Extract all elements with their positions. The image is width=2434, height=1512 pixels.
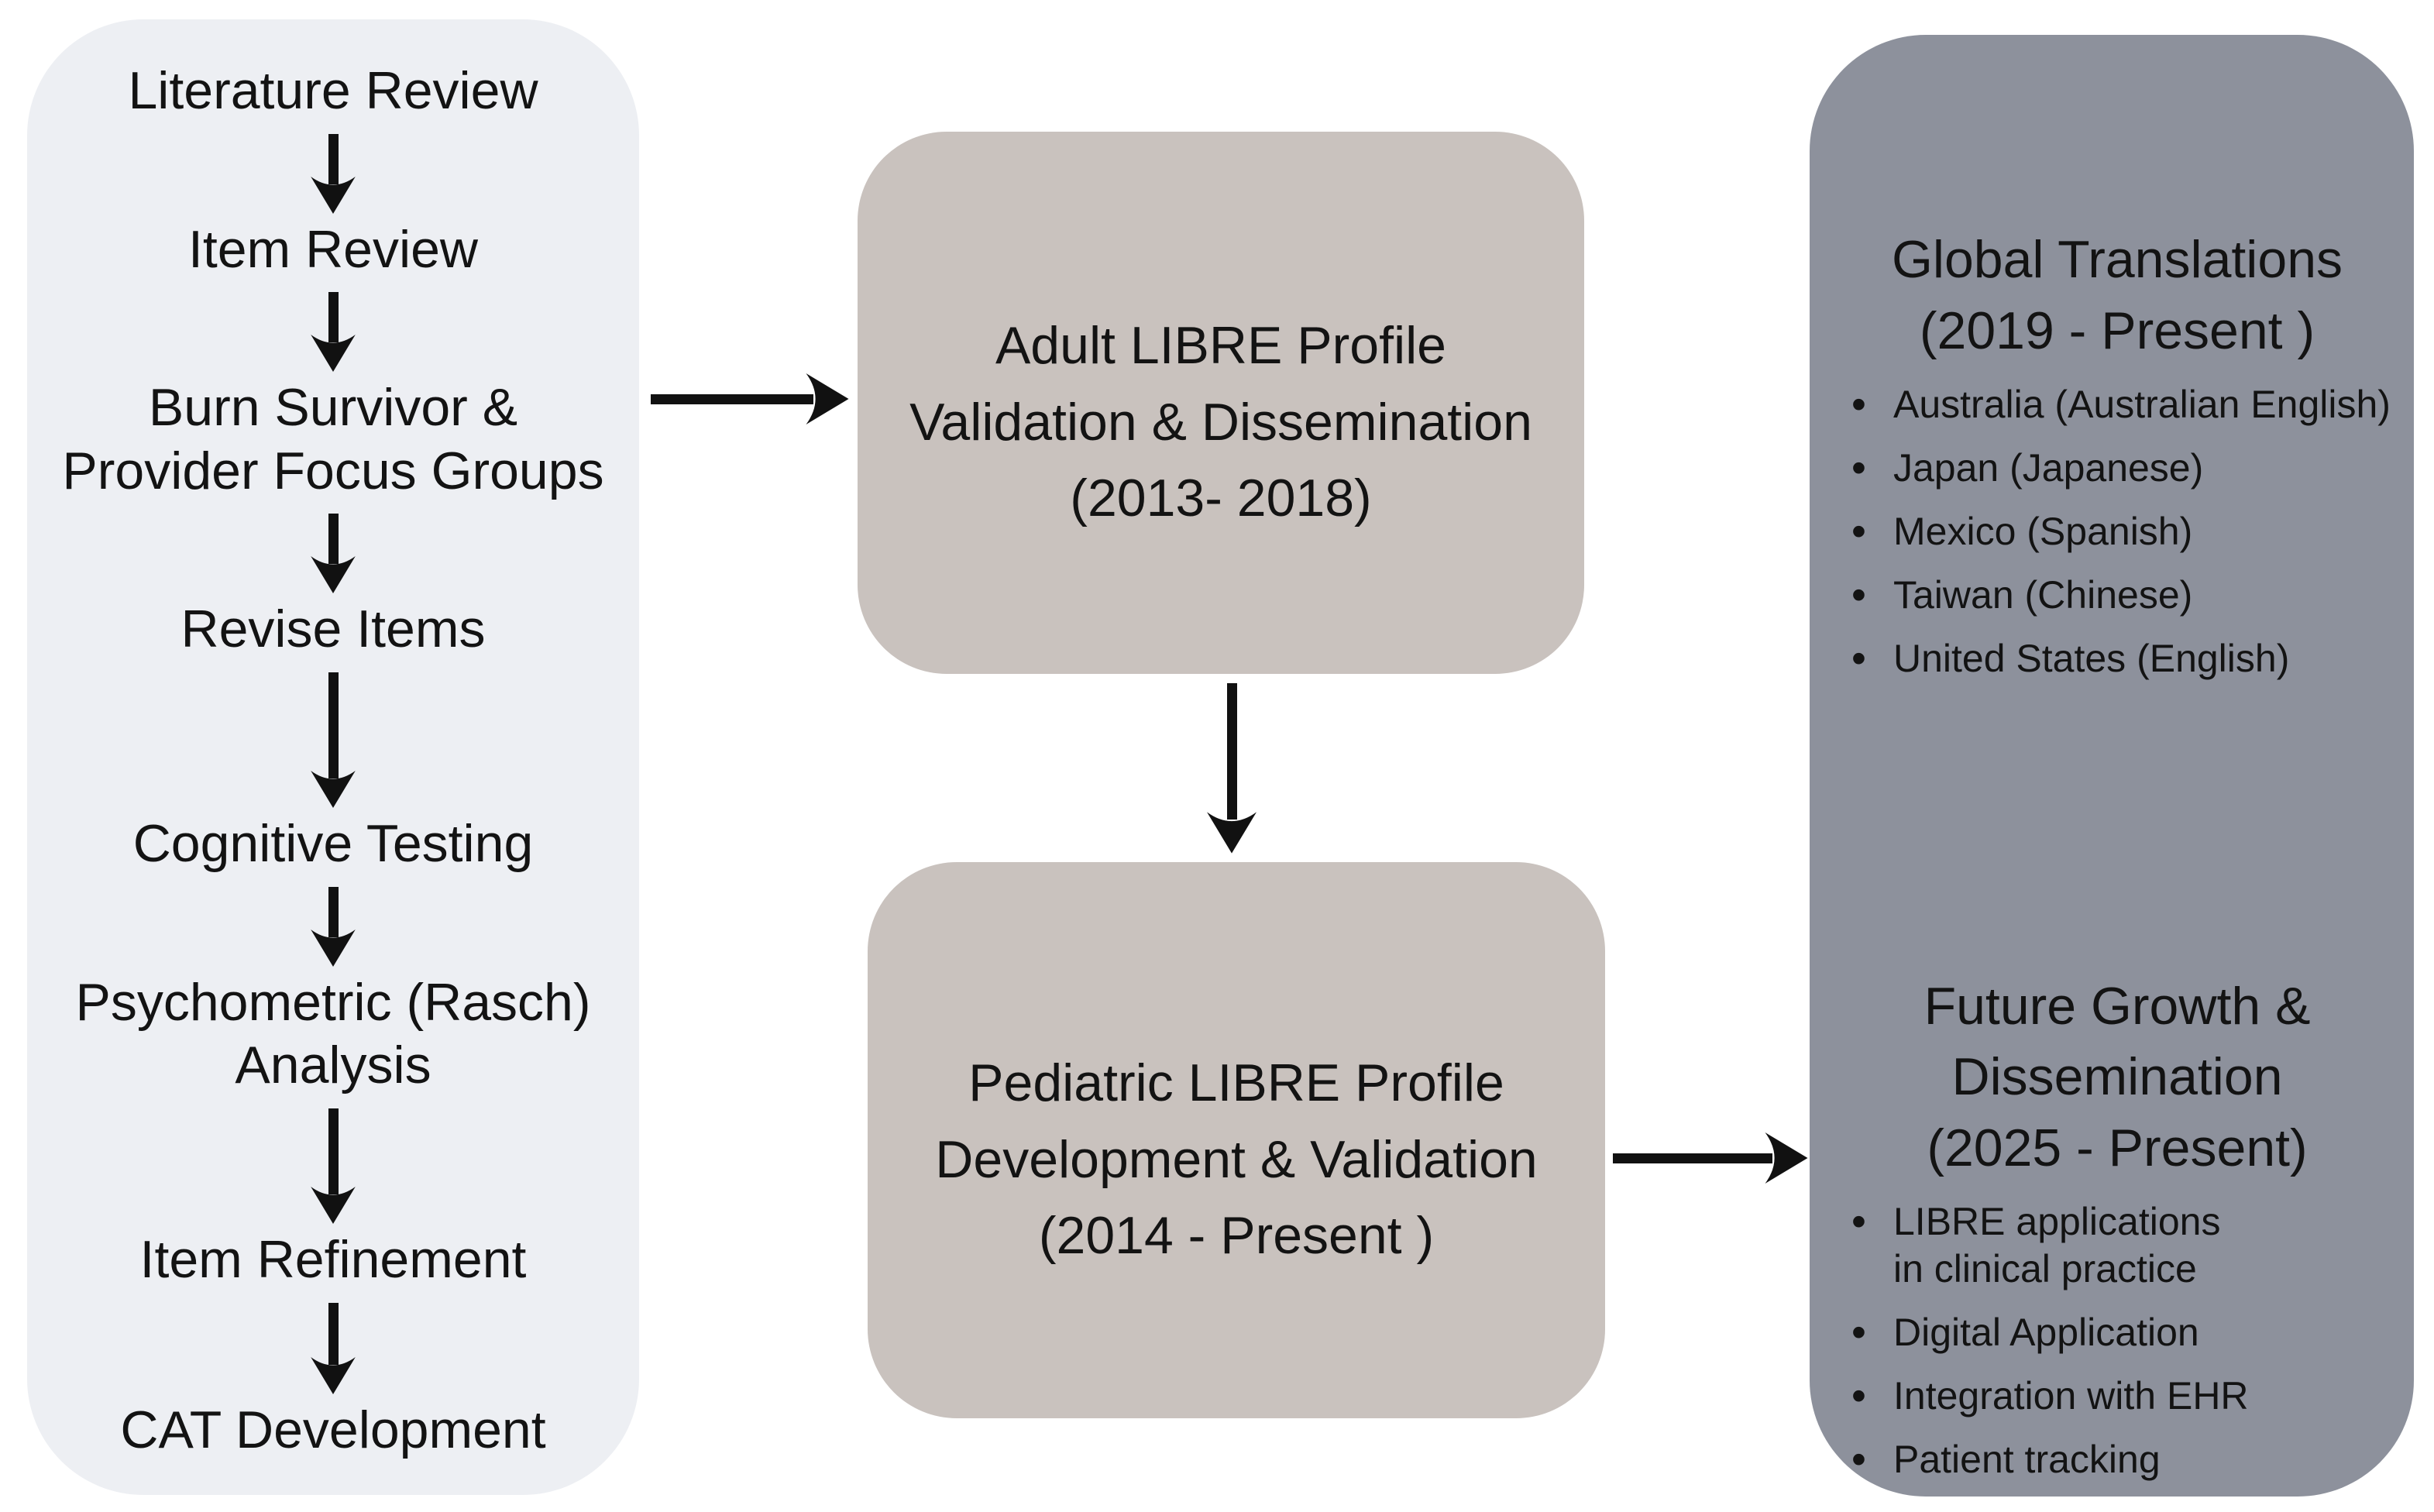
future-growth-section: Future Growth & Dissemination (2025 - Pr…	[1844, 971, 2391, 1500]
pediatric-libre-title: Pediatric LIBRE Profile Development & Va…	[935, 1053, 1538, 1266]
arrow-head	[1207, 812, 1257, 854]
step-focus-groups: Burn Survivor & Provider Focus Groups	[62, 378, 604, 500]
arrow-head	[311, 929, 356, 967]
list-item: Taiwan (Chinese)	[1844, 570, 2391, 621]
arrow-down-icon	[311, 281, 356, 376]
arrow-shaft	[328, 1302, 339, 1366]
step-item-refinement: Item Refinement	[139, 1230, 527, 1290]
global-translations-title: Global Translations	[1891, 230, 2343, 289]
arrow-down-icon	[1196, 683, 1267, 854]
arrow-head	[1765, 1132, 1808, 1184]
arrow-down-icon	[311, 123, 356, 218]
future-growth-title: Future Growth & Dissemination	[1923, 976, 2311, 1107]
arrow-shaft	[328, 133, 339, 184]
arrow-down-icon	[311, 1098, 356, 1228]
arrow-head	[311, 176, 356, 214]
step-cat-development: CAT Development	[120, 1400, 546, 1460]
arrow-head	[311, 1187, 356, 1225]
global-translations-subtitle: (2019 - Present )	[1919, 301, 2315, 360]
arrow-right-icon	[1613, 1123, 1808, 1193]
global-translations-section: Global Translations (2019 - Present ) Au…	[1844, 225, 2391, 699]
arrow-down-icon	[311, 1292, 356, 1399]
step-psychometric-analysis: Psychometric (Rasch) Analysis	[75, 972, 591, 1095]
arrow-head	[311, 556, 356, 594]
arrow-shaft	[1613, 1153, 1772, 1163]
step-cognitive-testing: Cognitive Testing	[132, 814, 534, 874]
arrow-shaft	[328, 292, 339, 343]
list-item: Australia (Australian English)	[1844, 380, 2391, 431]
arrow-down-icon	[311, 503, 356, 598]
arrow-shaft	[1226, 683, 1237, 820]
arrow-head	[311, 1357, 356, 1395]
arrow-head	[806, 373, 849, 424]
adult-libre-title: Adult LIBRE Profile Validation & Dissemi…	[909, 316, 1532, 528]
arrow-down-icon	[311, 876, 356, 971]
global-translations-list: Australia (Australian English) Japan (Ja…	[1844, 380, 2391, 685]
arrow-head	[311, 335, 356, 373]
list-item: Japan (Japanese)	[1844, 443, 2391, 494]
global-future-panel: Global Translations (2019 - Present ) Au…	[1810, 35, 2414, 1497]
development-steps-panel: Literature Review Item Review Burn Survi…	[27, 19, 639, 1495]
arrow-shaft	[328, 1108, 339, 1195]
list-item: Integration with EHR	[1844, 1371, 2391, 1422]
arrow-shaft	[328, 886, 339, 937]
arrow-shaft	[328, 672, 339, 779]
list-item: Mexico (Spanish)	[1844, 507, 2391, 558]
arrow-head	[311, 771, 356, 809]
arrow-down-icon	[311, 662, 356, 813]
list-item: LIBRE applications in clinical practice	[1844, 1197, 2391, 1293]
arrow-shaft	[651, 393, 813, 404]
list-item: Patient tracking	[1844, 1435, 2391, 1486]
adult-libre-box: Adult LIBRE Profile Validation & Dissemi…	[858, 132, 1584, 674]
arrow-right-icon	[651, 364, 849, 434]
step-item-review: Item Review	[187, 219, 479, 279]
future-growth-list: LIBRE applications in clinical practice …	[1844, 1197, 2391, 1486]
pediatric-libre-box: Pediatric LIBRE Profile Development & Va…	[868, 862, 1605, 1418]
step-revise-items: Revise Items	[180, 600, 486, 659]
list-item: Digital Application	[1844, 1308, 2391, 1359]
list-item: United States (English)	[1844, 634, 2391, 685]
step-literature-review: Literature Review	[128, 61, 538, 120]
arrow-shaft	[328, 514, 339, 565]
future-growth-subtitle: (2025 - Present)	[1927, 1119, 2308, 1178]
